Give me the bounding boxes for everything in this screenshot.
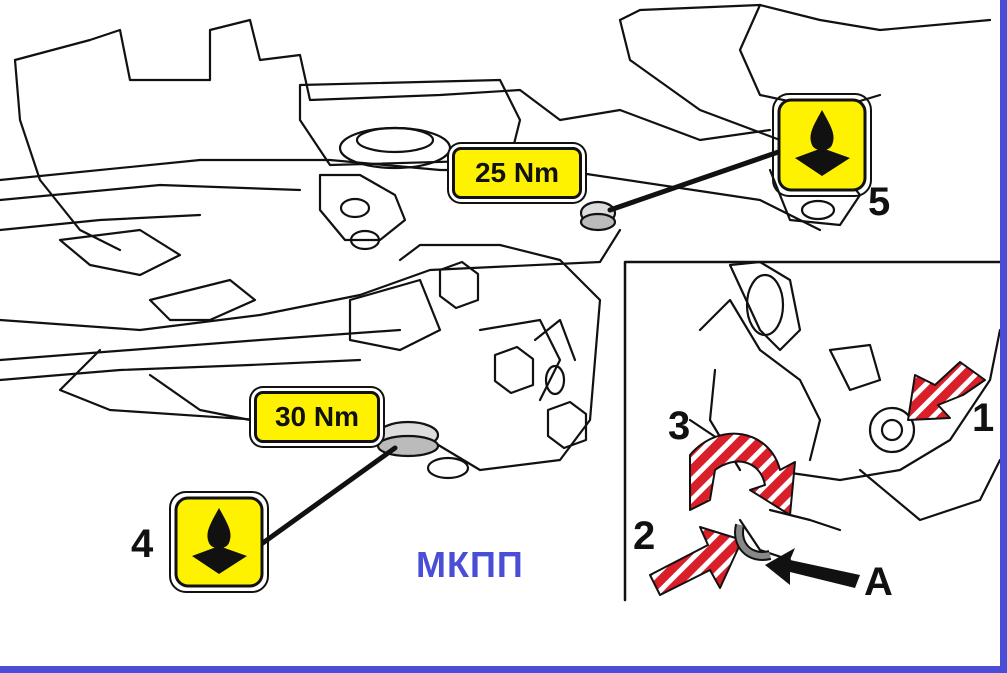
upper-flange bbox=[298, 78, 522, 167]
callout-2: 2 bbox=[633, 514, 656, 558]
torque-label-30: 30 Nm bbox=[254, 391, 380, 443]
inset-frame bbox=[623, 260, 1002, 602]
leader-line-4 bbox=[257, 445, 398, 548]
callout-3: 3 bbox=[668, 404, 691, 448]
housing-outline bbox=[13, 18, 772, 142]
arrow-1 bbox=[907, 361, 986, 421]
red-striped-arrow-icon bbox=[649, 361, 986, 596]
border-bottom bbox=[0, 666, 1007, 673]
callout-4: 4 bbox=[131, 522, 154, 566]
torque-value: 25 Nm bbox=[474, 157, 560, 188]
callout-5: 5 bbox=[868, 180, 891, 224]
bolt-hex bbox=[438, 260, 480, 310]
border-right bbox=[1000, 0, 1007, 673]
arrow-3 bbox=[689, 432, 796, 516]
oil-drain-drop-icon bbox=[772, 93, 872, 197]
oil-drain-drop-icon bbox=[169, 491, 269, 593]
arrow-a bbox=[765, 548, 860, 588]
callout-a: A bbox=[864, 560, 893, 604]
torque-label-25: 25 Nm bbox=[452, 147, 582, 199]
caption-manual-gearbox: МКПП bbox=[416, 544, 524, 585]
callout-1: 1 bbox=[972, 396, 995, 440]
leader-line-5 bbox=[607, 145, 793, 213]
torque-value: 30 Nm bbox=[274, 401, 360, 432]
arrow-2 bbox=[649, 526, 743, 596]
